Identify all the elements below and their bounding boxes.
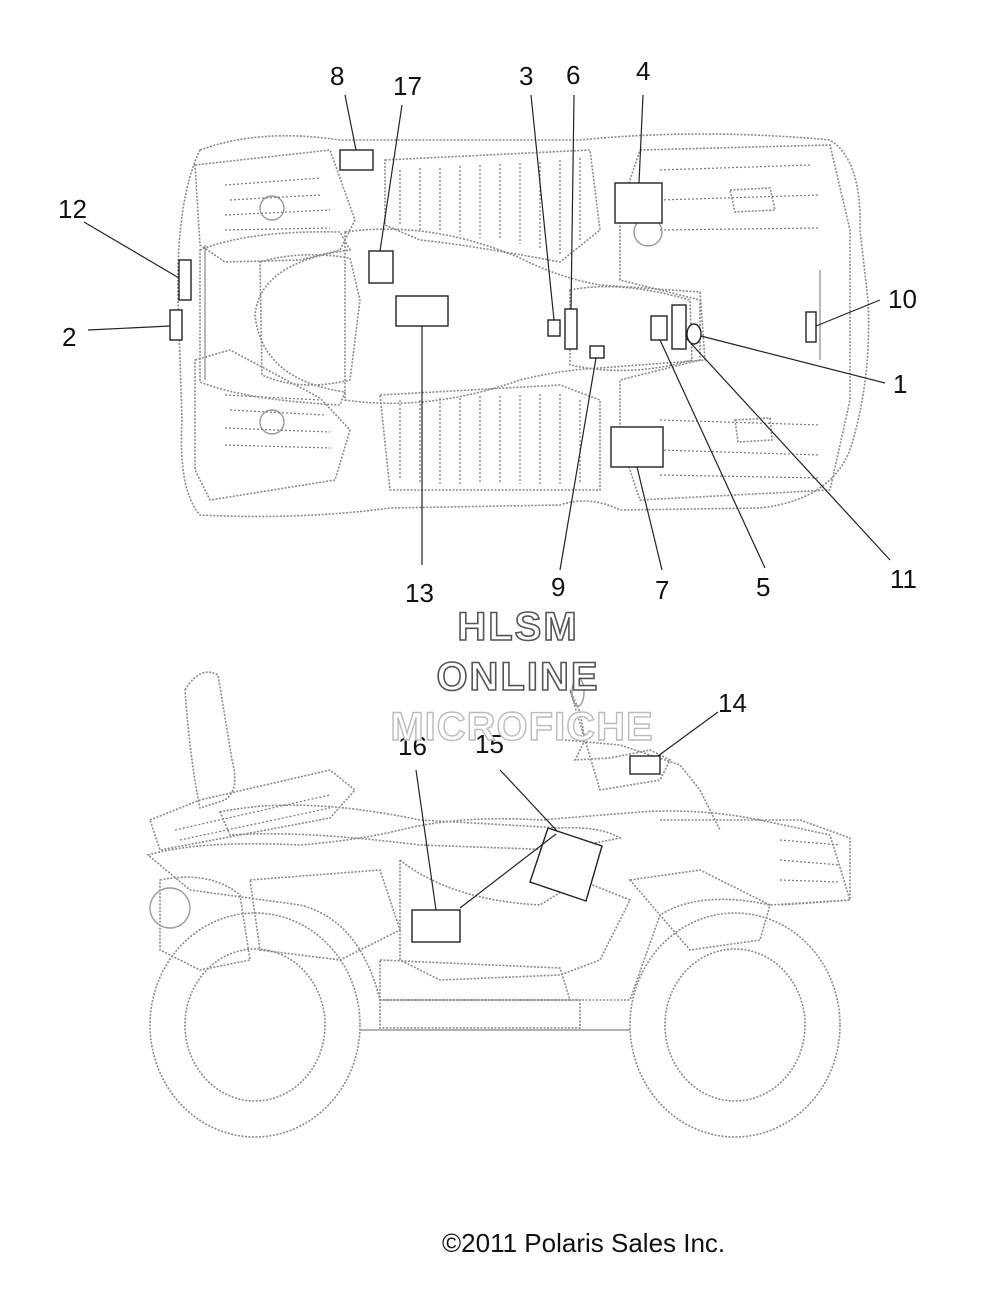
decal-12-box xyxy=(178,259,192,301)
callout-17: 17 xyxy=(393,71,422,101)
decal-2-box xyxy=(169,309,183,341)
decal-16-box xyxy=(411,909,461,943)
decal-labels-side xyxy=(411,755,661,943)
callout-6: 6 xyxy=(566,60,580,90)
callout-12: 12 xyxy=(58,194,87,224)
decal-8-box xyxy=(339,149,374,171)
callout-13: 13 xyxy=(405,578,434,608)
callout-5: 5 xyxy=(756,572,770,602)
decal-15-box xyxy=(529,827,603,902)
copyright-notice: ©2011 Polaris Sales Inc. xyxy=(442,1228,725,1258)
atv-top-view xyxy=(177,133,870,518)
callout-4: 4 xyxy=(636,56,650,86)
watermark-line-2: ONLINE xyxy=(436,655,599,699)
atv-side-view xyxy=(146,671,852,1138)
leader-lines-side xyxy=(415,711,719,911)
decal-9-box xyxy=(589,345,605,359)
leader-lines-top xyxy=(83,94,891,571)
callout-11: 11 xyxy=(890,564,917,594)
decal-4-box xyxy=(614,182,663,224)
decal-5-box xyxy=(650,315,668,341)
decal-6-box xyxy=(564,308,578,350)
watermark-line-1: HLSM xyxy=(457,605,578,649)
callout-10: 10 xyxy=(888,284,917,314)
decal-14-box xyxy=(629,755,661,775)
decal-10-box xyxy=(805,311,817,343)
callout-3: 3 xyxy=(519,61,533,91)
decal-1-box xyxy=(686,323,702,345)
callout-7: 7 xyxy=(655,575,669,605)
callout-15: 15 xyxy=(475,729,504,759)
callout-9: 9 xyxy=(551,572,565,602)
decal-labels-top xyxy=(169,149,817,468)
callout-14: 14 xyxy=(718,688,747,718)
decal-3-box xyxy=(547,319,561,337)
callout-numbers: 8 17 3 6 4 12 2 10 1 13 9 7 5 11 14 16 1… xyxy=(58,56,917,761)
decal-7-box xyxy=(610,426,664,468)
callout-16: 16 xyxy=(398,731,427,761)
callout-8: 8 xyxy=(330,61,344,91)
decal-11-box xyxy=(671,304,687,350)
decal-17-box xyxy=(368,250,394,284)
callout-1: 1 xyxy=(893,369,907,399)
callout-2: 2 xyxy=(62,322,76,352)
watermark-line-3: MICROFICHE xyxy=(390,705,653,749)
decal-13-box xyxy=(395,295,449,327)
watermark: HLSM ONLINE MICROFICHE xyxy=(390,604,654,750)
